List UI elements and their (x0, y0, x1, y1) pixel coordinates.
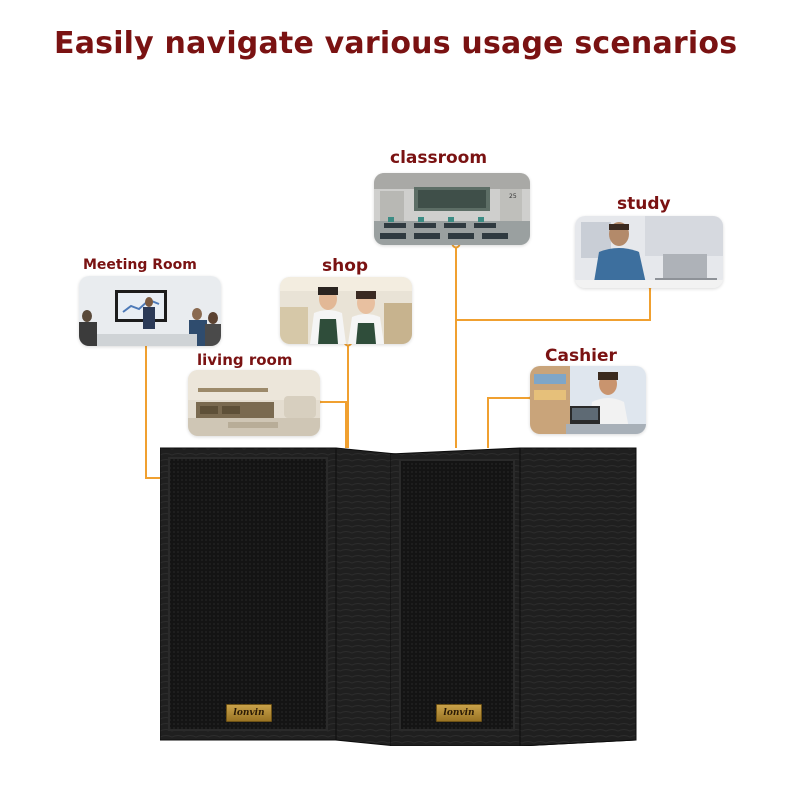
cashier-photo (530, 366, 646, 434)
study-label: study (617, 194, 671, 214)
shop-label: shop (322, 256, 369, 276)
right-brand-badge: lonvin (436, 704, 482, 722)
cashier-label: Cashier (545, 346, 617, 366)
left-brand-badge: lonvin (226, 704, 272, 722)
headline: Easily navigate various usage scenarios (54, 26, 738, 61)
right-speaker: lonvin (389, 446, 640, 747)
meeting-room-photo (79, 276, 221, 346)
living-room-label: living room (197, 351, 293, 369)
study-photo (575, 216, 723, 288)
living-room-photo (188, 370, 320, 436)
left-speaker: lonvin (159, 446, 400, 747)
meeting-room-label: Meeting Room (83, 257, 197, 273)
classroom-label: classroom (390, 148, 488, 168)
shop-photo (280, 277, 412, 344)
classroom-photo: 25 (374, 173, 530, 245)
svg-text:25: 25 (509, 193, 517, 200)
